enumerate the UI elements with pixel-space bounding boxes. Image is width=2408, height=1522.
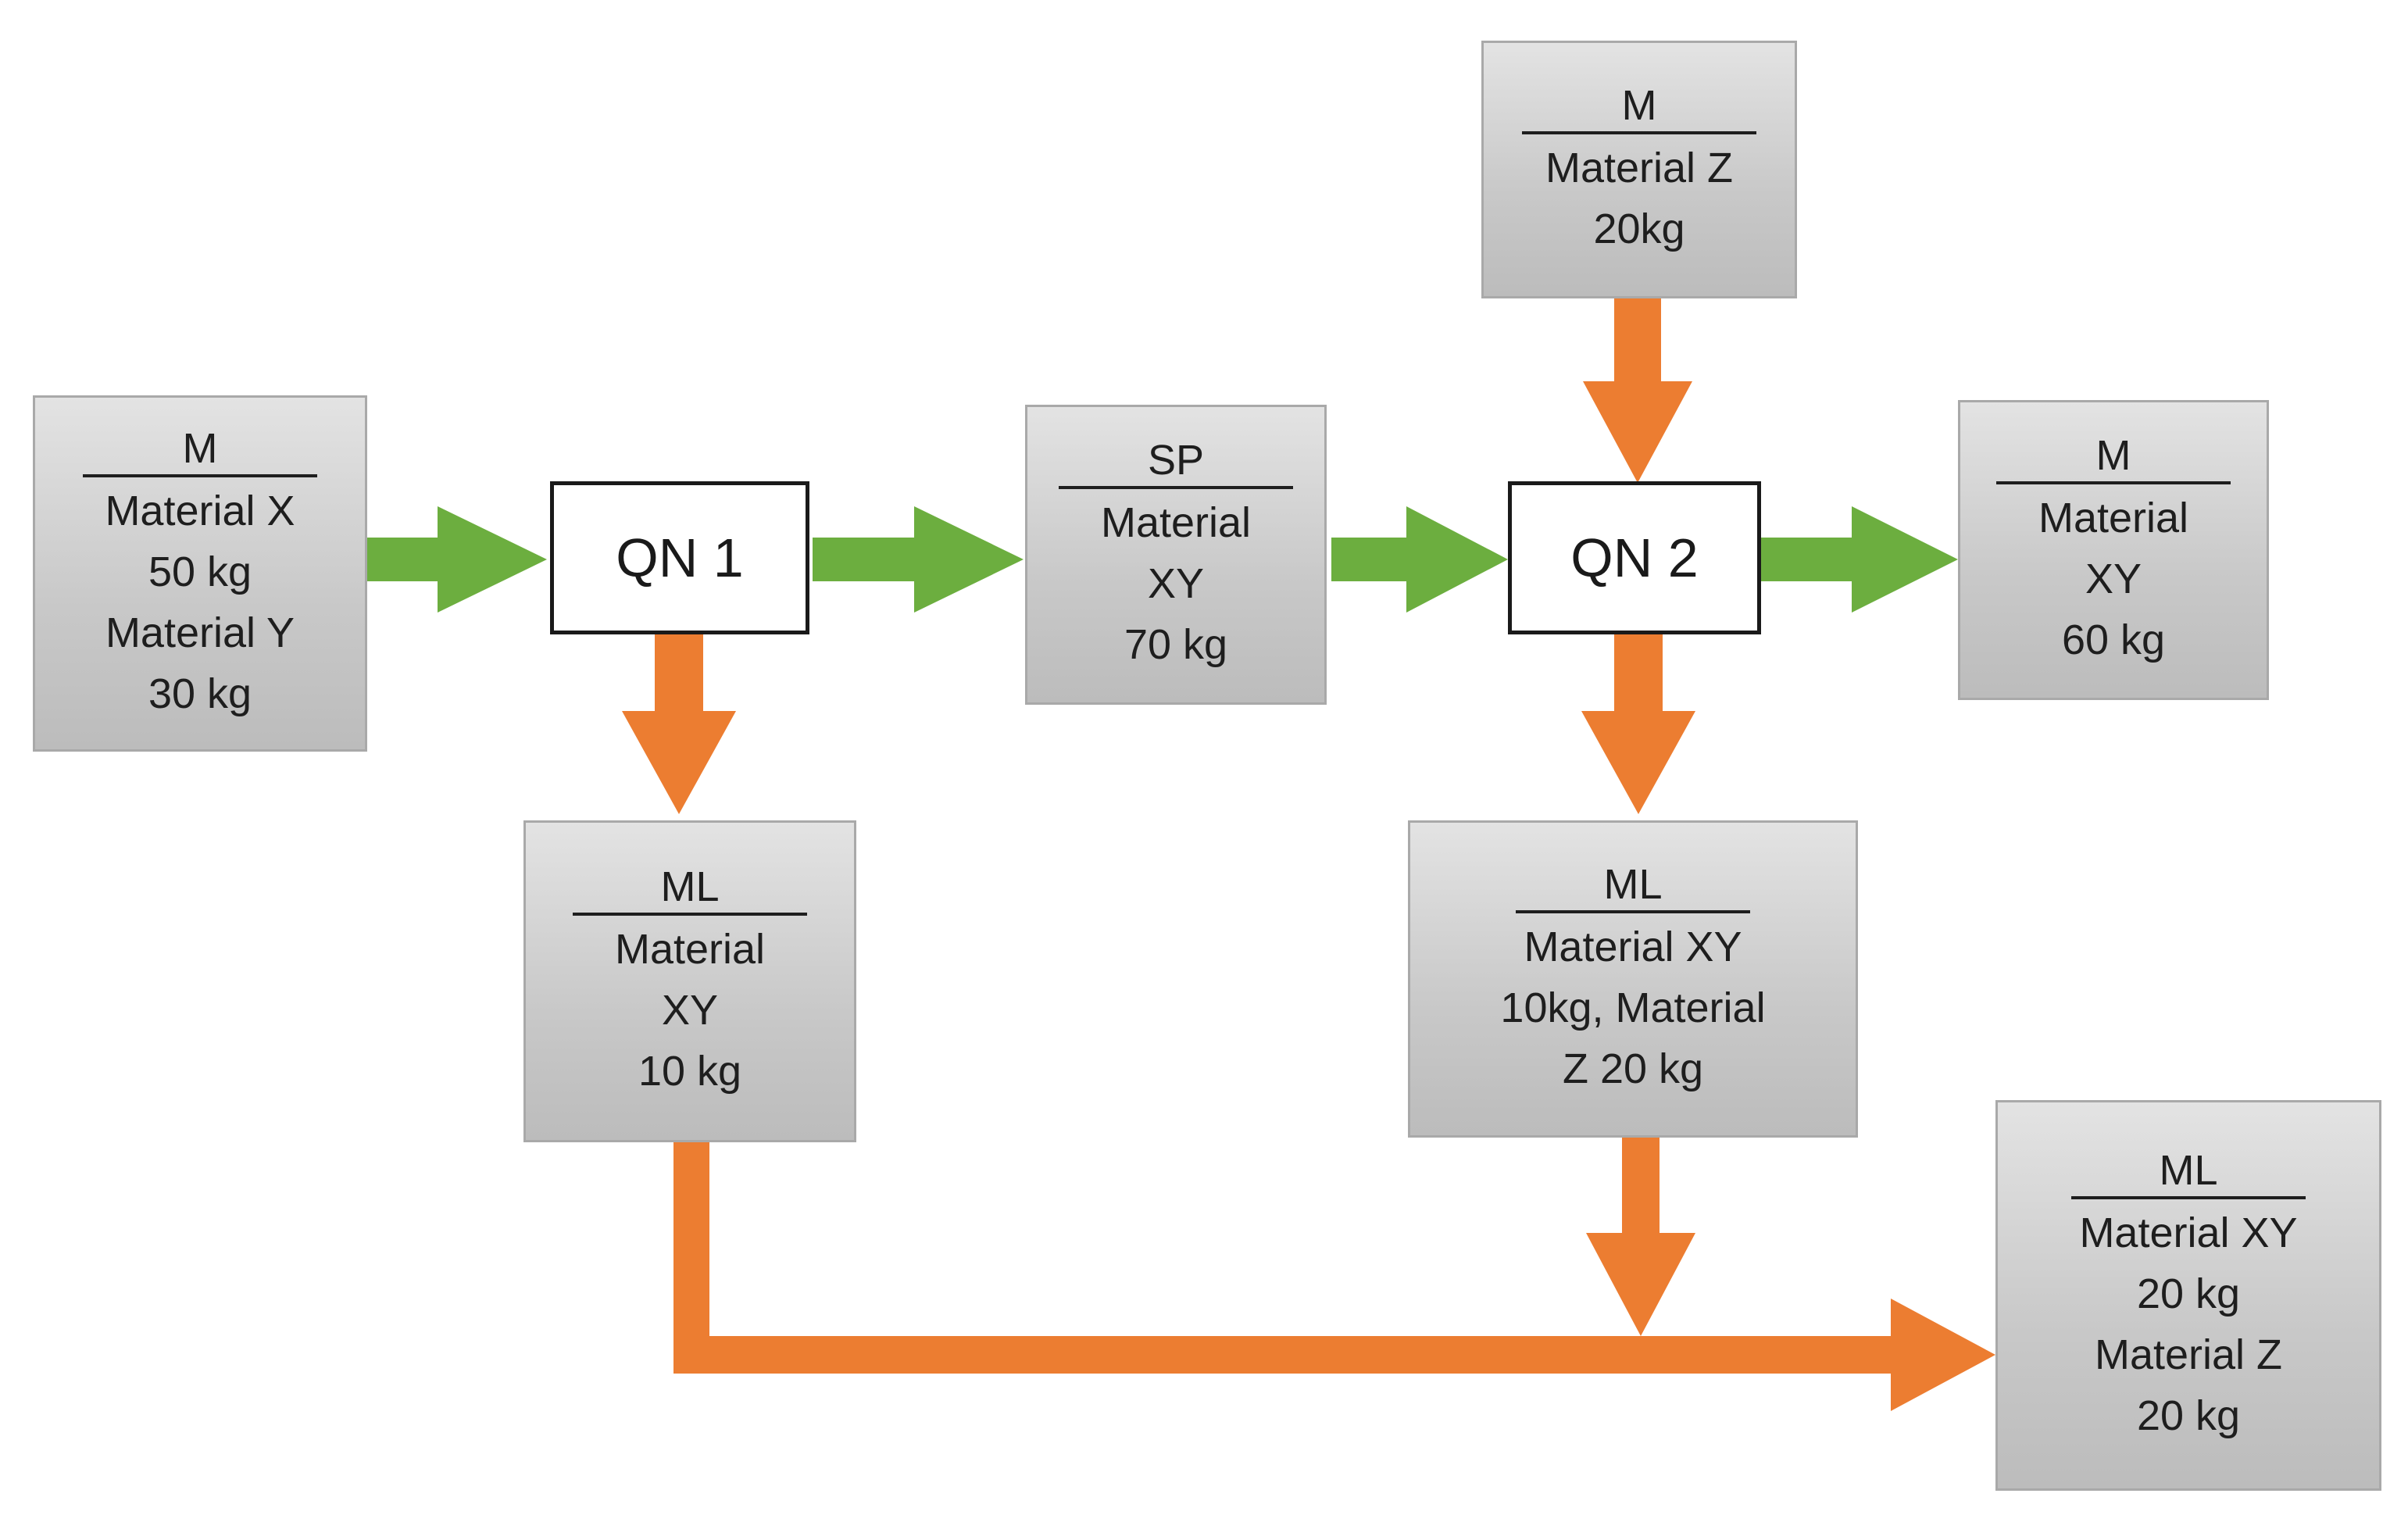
box-line: 70 kg: [1124, 621, 1228, 668]
box-line: 20 kg: [2136, 1270, 2241, 1317]
box-m-material-z: M Material Z 20kg: [1481, 41, 1797, 298]
box-line: 10 kg: [638, 1048, 742, 1095]
process-qn1-label: QN 1: [616, 527, 744, 588]
arrow-qn1-to-sp: [813, 506, 1024, 613]
box-line: XY: [2085, 556, 2142, 602]
process-qn2: QN 2: [1508, 481, 1761, 634]
box-line: Material: [614, 926, 766, 973]
box-line: 50 kg: [148, 548, 252, 595]
box-header: M: [83, 423, 317, 477]
box-line: Material Z: [1545, 145, 1734, 191]
box-line: 60 kg: [2061, 616, 2166, 663]
box-line: Material Y: [105, 609, 295, 656]
box-line: Material XY: [1524, 924, 1742, 970]
box-ml-qn1: ML Material XY 10 kg: [523, 820, 856, 1142]
box-line: 20 kg: [2136, 1392, 2241, 1439]
box-line: Material: [1100, 499, 1252, 546]
box-line: XY: [661, 987, 719, 1034]
arrow-qn1-to-ml1: [622, 633, 736, 814]
box-line: Material X: [105, 488, 295, 534]
box-m-output: M Material XY 60 kg: [1958, 400, 2269, 700]
arrow-ml1-to-ml-total: [673, 1139, 1995, 1411]
arrow-qn2-to-ml2: [1581, 633, 1695, 814]
box-ml-qn2: ML Material XY 10kg, Material Z 20 kg: [1408, 820, 1858, 1138]
box-header: ML: [573, 861, 807, 916]
box-header: M: [1522, 80, 1756, 134]
box-header: SP: [1059, 434, 1293, 489]
arrow-m-z-to-qn2: [1583, 297, 1692, 483]
process-qn1: QN 1: [550, 481, 809, 634]
box-line: Z 20 kg: [1562, 1045, 1704, 1092]
box-line: Material Z: [2094, 1331, 2283, 1378]
box-line: 20kg: [1593, 205, 1685, 252]
box-line: 10kg, Material: [1500, 984, 1766, 1031]
arrow-ml2-down: [1586, 1134, 1695, 1336]
box-header: ML: [2071, 1145, 2306, 1199]
box-m-input: M Material X 50 kg Material Y 30 kg: [33, 395, 367, 752]
arrow-sp-to-qn2: [1331, 506, 1508, 613]
box-header: M: [1996, 430, 2231, 484]
process-qn2-label: QN 2: [1570, 527, 1699, 588]
box-ml-total: ML Material XY 20 kg Material Z 20 kg: [1995, 1100, 2381, 1491]
box-line: XY: [1147, 560, 1205, 607]
box-header: ML: [1516, 859, 1750, 913]
box-line: 30 kg: [148, 670, 252, 717]
arrow-m-in-to-qn1: [367, 506, 547, 613]
box-line: Material: [2038, 495, 2189, 541]
arrow-qn2-to-m-out: [1756, 506, 1958, 613]
box-sp: SP Material XY 70 kg: [1025, 405, 1327, 705]
box-line: Material XY: [2079, 1209, 2298, 1256]
